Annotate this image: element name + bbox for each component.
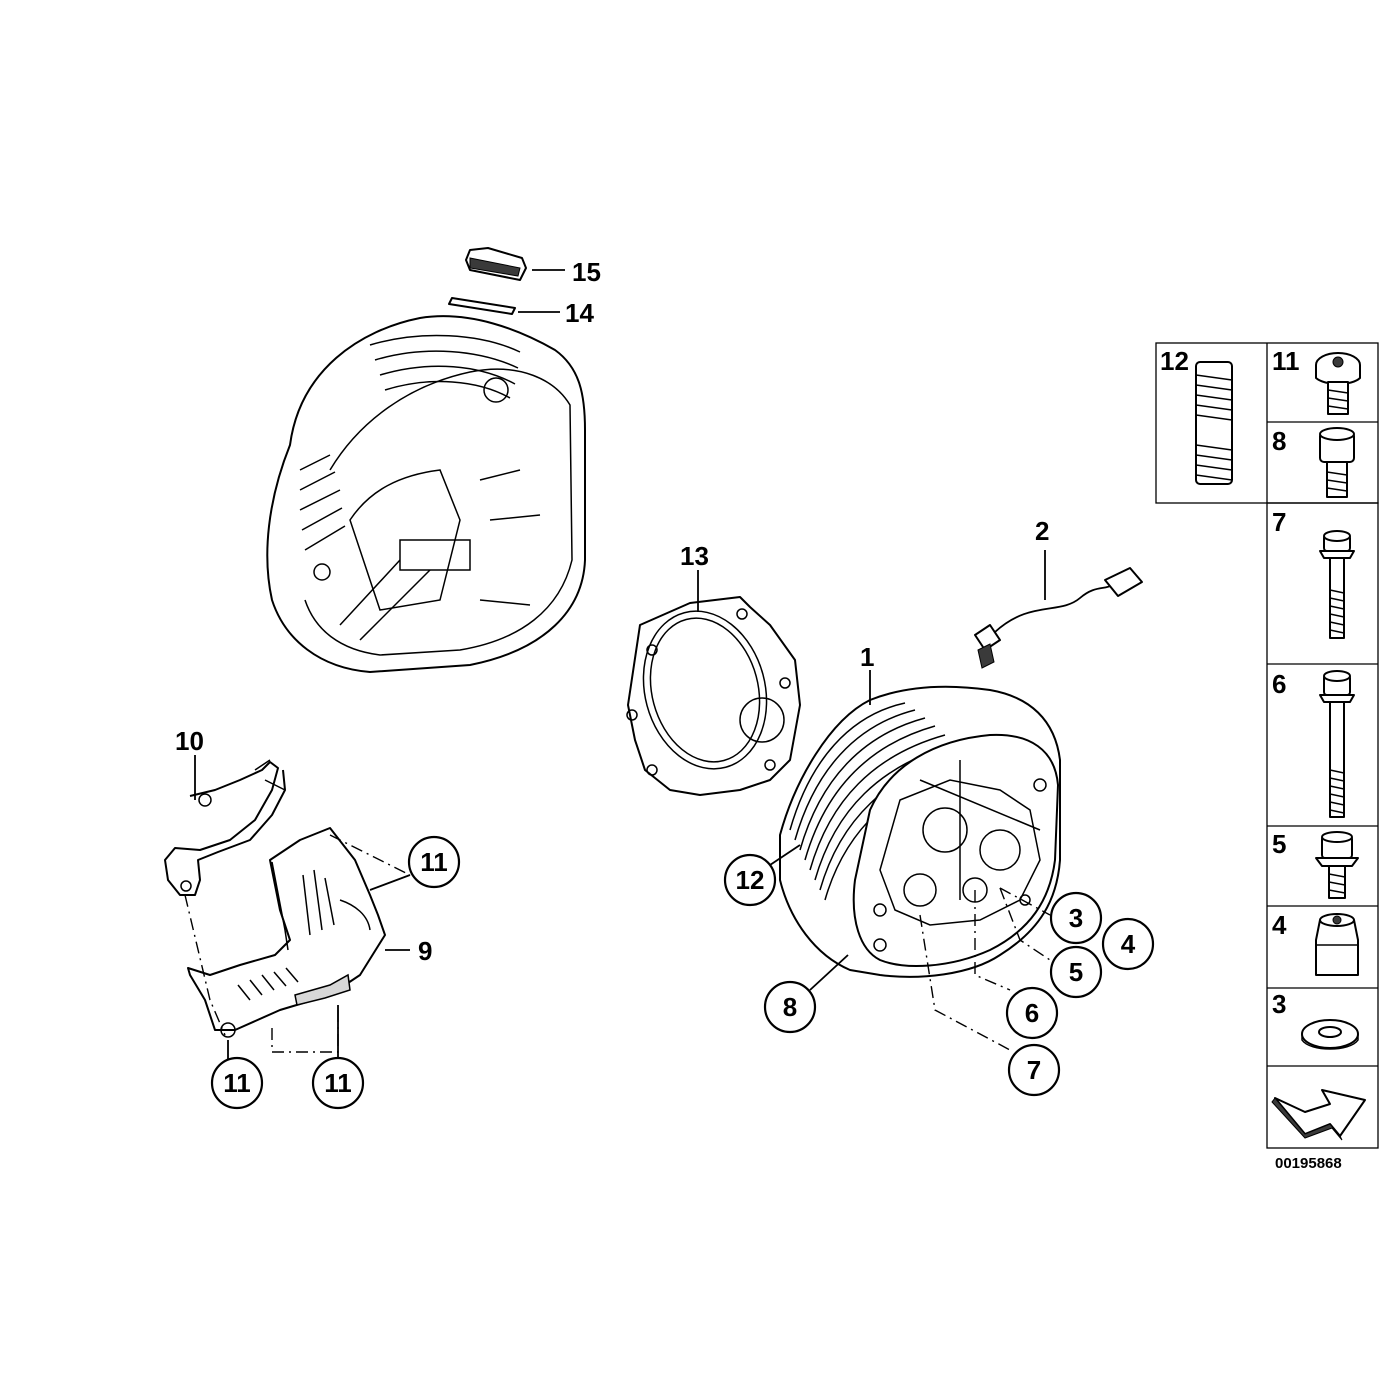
screw-8-drawing [1319, 427, 1355, 498]
part-14-seal [448, 297, 560, 315]
label-2: 2 [1035, 516, 1049, 546]
bolt-7-drawing [1319, 530, 1355, 639]
svg-text:12: 12 [736, 865, 765, 895]
part-15-cap [465, 247, 565, 281]
callout-12: 12 [723, 853, 777, 907]
reference-number: 00195868 [1275, 1155, 1342, 1172]
stud-12-drawing [1195, 361, 1233, 485]
fastener-table: 12 11 8 7 6 5 4 3 [1155, 342, 1379, 1149]
callout-3: 3 [1049, 891, 1103, 945]
label-10: 10 [175, 726, 204, 756]
table-cell-11: 11 [1272, 346, 1300, 376]
table-cell-7: 7 [1272, 507, 1286, 537]
label-15: 15 [572, 257, 601, 287]
table-cell-4: 4 [1272, 910, 1287, 940]
callout-8: 8 [763, 980, 817, 1034]
bolt-5-drawing [1315, 831, 1359, 899]
callout-4: 4 [1101, 917, 1155, 971]
svg-text:11: 11 [420, 847, 448, 877]
svg-text:11: 11 [324, 1068, 352, 1098]
part-13-gasket [626, 570, 801, 796]
nut-4-drawing [1315, 913, 1359, 976]
callout-5: 5 [1049, 945, 1103, 999]
svg-text:7: 7 [1027, 1055, 1041, 1085]
svg-text:11: 11 [223, 1068, 251, 1098]
svg-text:6: 6 [1025, 998, 1039, 1028]
table-cell-8: 8 [1272, 426, 1286, 456]
callout-11-right: 11 [407, 835, 461, 889]
table-cell-6: 6 [1272, 669, 1286, 699]
svg-text:5: 5 [1069, 957, 1083, 987]
bolt-6-drawing [1319, 670, 1355, 818]
callout-11-bottom-right: 11 [311, 1056, 365, 1110]
direction-arrow-icon [1271, 1089, 1366, 1141]
bolt-11-drawing [1315, 352, 1361, 415]
part-9-guard [187, 827, 410, 1038]
callout-6: 6 [1005, 986, 1059, 1040]
callout-7: 7 [1007, 1043, 1061, 1097]
valve-cover [266, 315, 586, 673]
label-13: 13 [680, 541, 709, 571]
part-2-sensor [974, 550, 1143, 669]
svg-text:3: 3 [1069, 903, 1083, 933]
label-14: 14 [565, 298, 594, 328]
part-1-cylinder-head [779, 670, 1061, 978]
label-1: 1 [860, 642, 874, 672]
table-cell-12: 12 [1160, 346, 1189, 376]
table-cell-5: 5 [1272, 829, 1286, 859]
washer-3-drawing [1301, 1019, 1359, 1050]
table-cell-3: 3 [1272, 989, 1286, 1019]
callout-11-bottom-left: 11 [210, 1056, 264, 1110]
svg-text:4: 4 [1121, 929, 1136, 959]
svg-text:8: 8 [783, 992, 797, 1022]
label-9: 9 [418, 936, 432, 966]
part-10-bracket [164, 755, 286, 896]
